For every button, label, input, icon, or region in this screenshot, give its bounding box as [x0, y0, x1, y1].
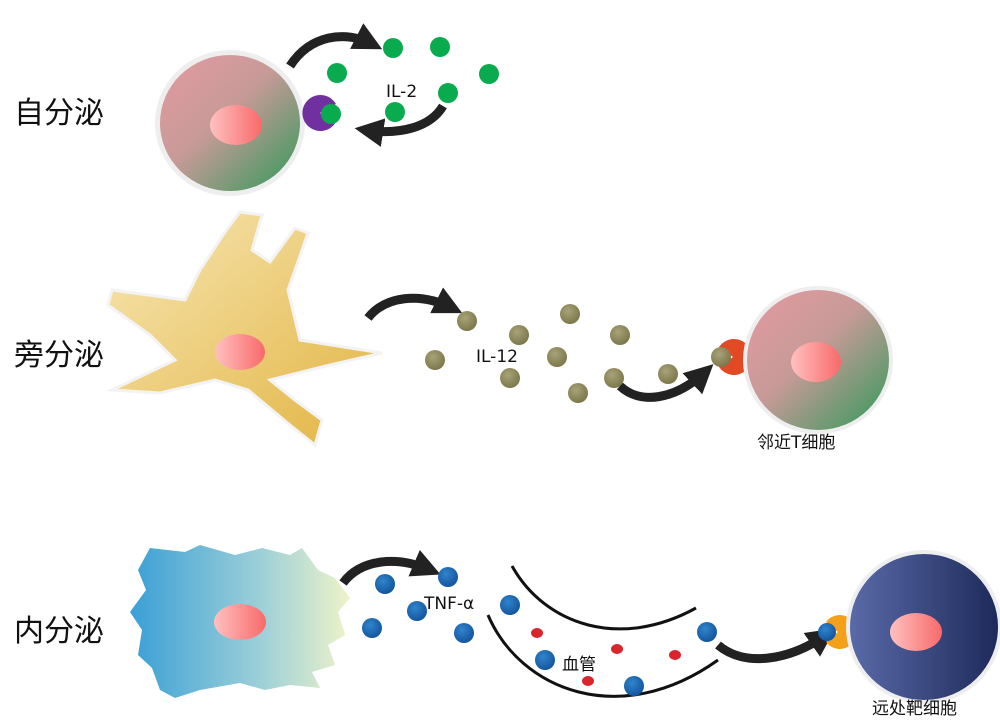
autocrine-cell [155, 50, 305, 196]
dendritic-cell [106, 210, 383, 448]
binding-arrow [354, 103, 447, 147]
nucleus [890, 613, 942, 651]
secretion-arrow [339, 549, 441, 586]
distant-target-cell-label: 远处靶细胞 [872, 699, 957, 719]
paracrine-title: 旁分泌 [14, 338, 104, 373]
endocrine-title: 内分泌 [14, 614, 104, 649]
il2-label: IL-2 [386, 82, 418, 102]
vessel-wall-upper [510, 565, 697, 631]
binding-arrow [616, 364, 714, 402]
nucleus [215, 334, 265, 370]
binding-arrow [715, 628, 836, 664]
il2-molecules [327, 37, 499, 122]
adjacent-t-cell [743, 286, 893, 434]
il12-label: IL-12 [476, 347, 518, 367]
secretion-arrow [286, 23, 383, 69]
vessel-wall-lower [486, 614, 719, 698]
vessel-label: 血管 [562, 655, 596, 675]
autocrine-title: 自分泌 [14, 96, 104, 131]
secretion-arrow [364, 287, 463, 321]
nucleus [791, 342, 841, 382]
adjacent-t-cell-label: 邻近T细胞 [757, 433, 836, 453]
nucleus [214, 604, 266, 640]
nucleus [210, 105, 262, 145]
distant-target-cell [846, 550, 1000, 704]
tnf-label: TNF-α [424, 594, 475, 614]
tnf-molecules [362, 567, 717, 696]
il12-molecules [425, 304, 678, 403]
red-blood-cells [531, 628, 681, 686]
receptor-autocrine [302, 94, 341, 131]
